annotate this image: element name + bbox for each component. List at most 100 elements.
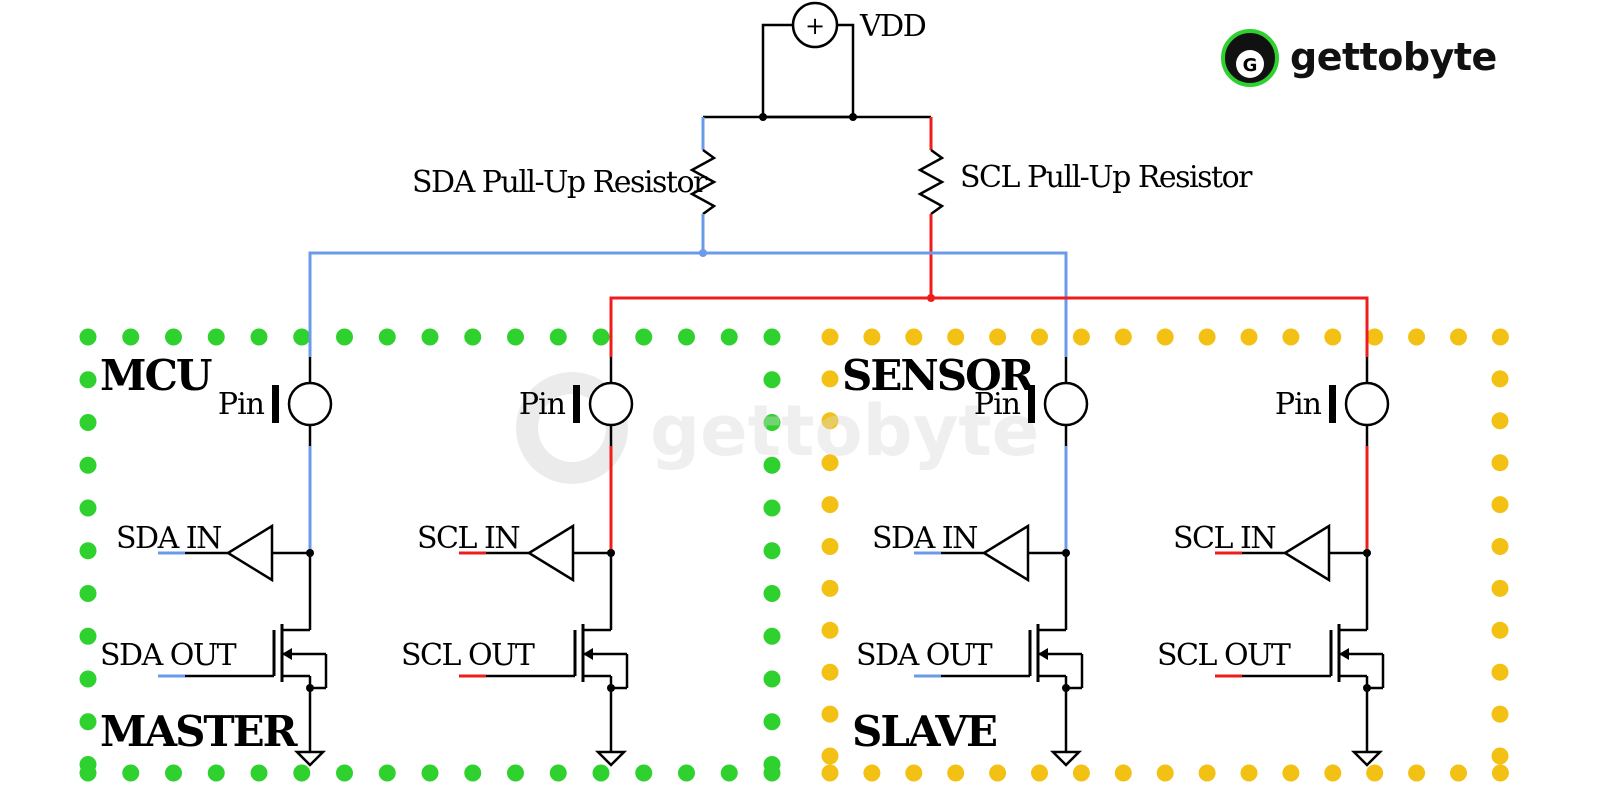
master-border-dot	[763, 756, 781, 773]
master-border-dot	[122, 328, 140, 346]
slave-border-dot	[1491, 579, 1509, 597]
pin-bar	[1028, 385, 1035, 423]
signal-out-label: SCL OUT	[401, 638, 535, 673]
slave-border-dot	[821, 747, 839, 765]
master-border-dot	[207, 764, 225, 782]
master-border-dot	[763, 328, 781, 346]
slave-border-dot	[947, 328, 965, 346]
slave-border-dot	[821, 412, 839, 430]
master-border-dot	[336, 764, 353, 782]
ground-icon	[1350, 750, 1384, 767]
watermark-text: gettobyte	[650, 390, 1039, 472]
pin-bar	[1329, 385, 1336, 423]
slave-border-dot	[821, 454, 839, 472]
scl-resistor-label: SCL Pull-Up Resistor	[960, 160, 1253, 195]
master-border-dot	[549, 764, 567, 782]
master-border-dot	[79, 371, 97, 389]
master-border-dot	[720, 328, 738, 346]
input-buffer-icon	[526, 523, 575, 583]
slave-border-dot	[1491, 538, 1509, 555]
slave-border-dot	[1156, 764, 1174, 782]
body-arrow-icon	[282, 648, 292, 660]
slave-border-dot	[1491, 621, 1509, 639]
slave-border-dot	[1031, 328, 1048, 346]
vdd-node-left	[759, 113, 767, 121]
slave-border-dot	[1491, 370, 1509, 388]
slave-border-dot	[1198, 328, 1216, 346]
master-border-dot	[378, 764, 396, 782]
pin-label: Pin	[519, 387, 566, 422]
master-border-dot	[207, 328, 225, 346]
master-border-dot	[421, 764, 439, 782]
sda-bus	[308, 249, 1068, 357]
input-buffer-icon	[1282, 523, 1331, 583]
vdd-plus-symbol: +	[805, 12, 825, 40]
slave-border-dot	[1408, 764, 1426, 782]
slave-border-dot	[1072, 328, 1090, 346]
master-border-dot	[79, 499, 97, 517]
master-border-dot	[678, 764, 695, 782]
master-border-dot	[293, 328, 311, 346]
master-border-dot	[79, 756, 97, 773]
signal-in-label: SDA IN	[116, 521, 221, 556]
master-border-dot	[763, 414, 781, 431]
master-border-dot	[165, 764, 182, 782]
master-border-dot	[464, 328, 482, 346]
body-arrow-icon	[583, 648, 593, 660]
signal-in-label: SDA IN	[872, 521, 977, 556]
master-border-dot	[336, 328, 353, 346]
pin-icon	[1344, 381, 1390, 427]
logo-mark: G	[1243, 55, 1258, 76]
slave-label: SLAVE	[852, 707, 996, 756]
scl-bus	[609, 294, 1369, 357]
slave-border-dot	[1324, 764, 1342, 782]
slave-border-dot	[863, 764, 881, 782]
master-border-dot	[507, 328, 524, 346]
master-border-dot	[763, 670, 781, 688]
body-arrow-icon	[1339, 648, 1349, 660]
slave-border-dot	[1282, 328, 1300, 346]
slave-border-dot	[1366, 764, 1384, 782]
sda-resistor-label: SDA Pull-Up Resistor	[412, 165, 708, 200]
slave-border-dot	[1240, 328, 1258, 346]
vdd-node-right	[849, 113, 857, 121]
pin-label: Pin	[974, 387, 1021, 422]
pin-bar	[573, 385, 580, 423]
slave-border-dot	[821, 538, 839, 555]
master-border-dot	[79, 328, 97, 346]
slave-border-dot	[1491, 705, 1509, 723]
vdd-label: VDD	[859, 9, 926, 44]
body-arrow-icon	[1038, 648, 1048, 660]
slave-border-dot	[1156, 328, 1174, 346]
pin-label: Pin	[218, 387, 265, 422]
signal-in-label: SCL IN	[1173, 521, 1275, 556]
slave-border-dot	[905, 764, 923, 782]
master-label: MASTER	[100, 707, 299, 756]
slave-border-dot	[1198, 764, 1216, 782]
pin-icon	[287, 381, 333, 427]
slave-border-dot	[821, 621, 839, 639]
master-border-dot	[464, 764, 482, 782]
slave-border-dot	[1491, 454, 1509, 472]
slave-border-dot	[1491, 764, 1509, 782]
mcu-label: MCU	[100, 351, 212, 400]
ground-icon	[594, 750, 628, 767]
signal-in-label: SCL IN	[417, 521, 519, 556]
slave-border-dot	[1031, 764, 1048, 782]
master-border-dot	[165, 328, 182, 346]
slave-border-dot	[1114, 328, 1132, 346]
master-border-dot	[763, 542, 781, 560]
master-border-dot	[720, 764, 738, 782]
input-buffer-icon	[225, 523, 274, 583]
slave-border-dot	[989, 764, 1007, 782]
slave-border-dot	[1491, 747, 1509, 765]
gettobyte-logo: G gettobyte	[1221, 29, 1497, 87]
slave-border-dot	[1491, 496, 1509, 514]
vdd-source-circle	[791, 1, 839, 49]
slave-border-dot	[821, 663, 839, 681]
signal-out-label: SCL OUT	[1157, 638, 1291, 673]
slave-border-dot	[1072, 764, 1090, 782]
master-border-dot	[79, 456, 97, 474]
pin-icon	[1043, 381, 1089, 427]
